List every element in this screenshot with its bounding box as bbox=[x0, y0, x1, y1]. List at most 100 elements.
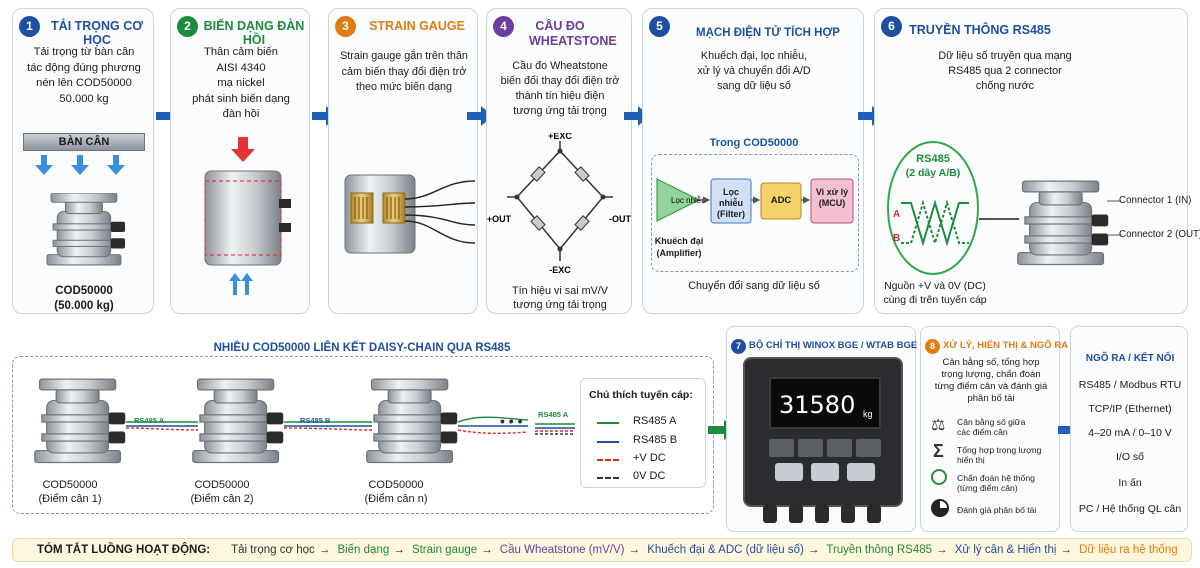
weight-unit: kg bbox=[863, 409, 873, 419]
svg-text:• • •: • • • bbox=[500, 413, 523, 429]
summary-arrow-icon: → bbox=[318, 544, 331, 556]
cable-label: RS485 A bbox=[134, 416, 165, 425]
wire-b-label: B bbox=[893, 233, 901, 244]
wheatstone-bridge-diagram: +EXC -EXC +OUT -OUT bbox=[487, 133, 631, 275]
step-title: MẠCH ĐIỆN TỬ TÍCH HỢP bbox=[696, 27, 840, 39]
step-number-badge: 8 bbox=[925, 339, 940, 354]
wire-a-label: A bbox=[893, 209, 901, 220]
legend-vplus: +V DC bbox=[633, 452, 666, 464]
magnifier-icon bbox=[931, 469, 947, 485]
nav-keys bbox=[775, 463, 875, 481]
step-5-panel: 5 MẠCH ĐIỆN TỬ TÍCH HỢP Khuếch đại, lọc … bbox=[642, 8, 864, 314]
step-title: TRUYỀN THÔNG RS485 bbox=[909, 23, 1051, 37]
step-number-badge: 6 bbox=[881, 16, 902, 37]
processing-panel: 8 XỬ LÝ, HIỂN THỊ & NGÕ RA Cân bằng số, … bbox=[920, 326, 1068, 532]
f3-key[interactable] bbox=[827, 439, 852, 457]
inner-circuit-title: Trong COD50000 bbox=[709, 137, 799, 149]
summary-step: Truyền thông RS485 bbox=[826, 544, 933, 556]
f4-key[interactable] bbox=[856, 439, 881, 457]
outputs-panel: NGÕ RA / KẾT NỐI RS485 / Modbus RTU TCP/… bbox=[1070, 326, 1188, 532]
daisy-sensor-n: COD50000(Điểm cân n) bbox=[364, 479, 428, 505]
legend-swatch-rs485a bbox=[597, 422, 619, 424]
cable-legend: Chú thích tuyến cáp: RS485 A RS485 B +V … bbox=[580, 378, 706, 488]
indicator-screen: 31580 kg bbox=[769, 377, 881, 429]
deformation-image bbox=[204, 137, 291, 295]
legend-swatch-vplus bbox=[597, 459, 619, 461]
output-item: 4–20 mA / 0–10 V bbox=[1088, 427, 1172, 439]
load-cell-connectors-image bbox=[1017, 180, 1109, 266]
out-minus-label: -OUT bbox=[609, 214, 631, 224]
summary-arrow-icon: → bbox=[628, 544, 641, 556]
out-plus-label: +OUT bbox=[487, 214, 512, 224]
circuit-diagram: Lọc nhiễu bbox=[656, 178, 854, 224]
summary-step: Strain gauge bbox=[411, 544, 478, 556]
load-cell-image bbox=[46, 193, 126, 266]
f2-key[interactable] bbox=[798, 439, 823, 457]
digital-note: Chuyển đổi sang dữ liệu số bbox=[688, 280, 820, 292]
sensor-capacity: (50.000 kg) bbox=[54, 300, 114, 312]
summary-arrow-icon: → bbox=[393, 544, 405, 556]
f1-key[interactable] bbox=[769, 439, 794, 457]
rs485-waveform bbox=[901, 199, 969, 247]
daisy-sensor-2: COD50000(Điểm cân 2) bbox=[190, 479, 254, 505]
daisy-sensor-1: COD50000(Điểm cân 1) bbox=[38, 479, 102, 505]
power-note: Nguồn +V và 0V (DC)cùng đi trên tuyến cá… bbox=[883, 280, 987, 306]
summary-step: Cầu Wheatstone (mV/V) bbox=[499, 544, 625, 556]
filter-label: Lọc nhiễu(Filter) bbox=[717, 187, 745, 219]
step-3-panel: 3 STRAIN GAUGE Strain gauge gắn trên thâ… bbox=[328, 8, 478, 314]
step-description: Khuếch đại, lọc nhiễu,xử lý và chuyển đổ… bbox=[697, 50, 811, 92]
cable-label: RS485 A bbox=[538, 410, 569, 419]
strain-gauge-image bbox=[344, 174, 476, 254]
output-item: PC / Hệ thống QL cân bbox=[1078, 503, 1182, 515]
cable-glands bbox=[763, 505, 881, 523]
step-number-badge: 5 bbox=[649, 16, 670, 37]
inner-circuit-box bbox=[651, 154, 859, 272]
indicator-title: BỘ CHỈ THỊ WINOX BGE / WTAB BGE bbox=[749, 340, 918, 351]
step-6-panel: 6 TRUYỀN THÔNG RS485 Dữ liệu số truyền q… bbox=[874, 8, 1200, 314]
legend-title: Chú thích tuyến cáp: bbox=[589, 389, 693, 401]
output-item: RS485 / Modbus RTU bbox=[1078, 379, 1182, 391]
cable-label: RS485 B bbox=[300, 416, 331, 425]
pie-icon bbox=[931, 499, 949, 517]
daisy-chain-box bbox=[12, 356, 714, 514]
sensor-name: COD50000 bbox=[55, 285, 113, 297]
step-title: CẦU ĐO WHEATSTONE bbox=[529, 19, 617, 48]
output-item: I/O số bbox=[1115, 451, 1144, 463]
indicator-panel: 7 BỘ CHỈ THỊ WINOX BGE / WTAB BGE 31580 … bbox=[726, 326, 918, 532]
legend-rs485b: RS485 B bbox=[633, 434, 678, 446]
function-keys bbox=[769, 439, 881, 457]
summary-arrow-icon: → bbox=[936, 544, 948, 556]
step-number-badge: 7 bbox=[731, 339, 746, 354]
step-title: TẢI TRỌNG CƠ HỌC bbox=[51, 19, 143, 47]
summary-step: Biến dạng bbox=[337, 544, 390, 556]
summary-step: Khuếch đại & ADC (dữ liệu số) bbox=[647, 544, 804, 556]
up-key[interactable] bbox=[811, 463, 839, 481]
adc-label: ADC bbox=[770, 195, 792, 206]
amp-label: Khuếch đại(Amplifier) bbox=[654, 236, 704, 258]
feature-item: Đánh giá phân bố tải bbox=[957, 505, 1037, 515]
processing-title: XỬ LÝ, HIỂN THỊ & NGÕ RA bbox=[943, 340, 1069, 351]
step-title: STRAIN GAUGE bbox=[369, 19, 465, 33]
mcu-label: Vi xử lý(MCU) bbox=[815, 187, 849, 208]
zero-key[interactable] bbox=[775, 463, 803, 481]
daisy-chain-image: • • • bbox=[34, 378, 575, 464]
enter-key[interactable] bbox=[847, 463, 875, 481]
cable-line bbox=[979, 218, 1019, 220]
connector-1-label: Connector 1 (IN) bbox=[1119, 195, 1192, 206]
rs485-circle bbox=[887, 141, 979, 275]
step-number-badge: 4 bbox=[493, 16, 514, 37]
summary-arrow-icon: → bbox=[807, 544, 820, 556]
outputs-title: NGÕ RA / KẾT NỐI bbox=[1085, 353, 1175, 364]
flow-summary-bar: TÓM TẮT LUỒNG HOẠT ĐỘNG: Tải trọng cơ họ… bbox=[12, 538, 1192, 562]
output-item: In ấn bbox=[1118, 477, 1142, 489]
step-number-badge: 2 bbox=[177, 16, 198, 37]
connector-leaders bbox=[1107, 200, 1121, 236]
